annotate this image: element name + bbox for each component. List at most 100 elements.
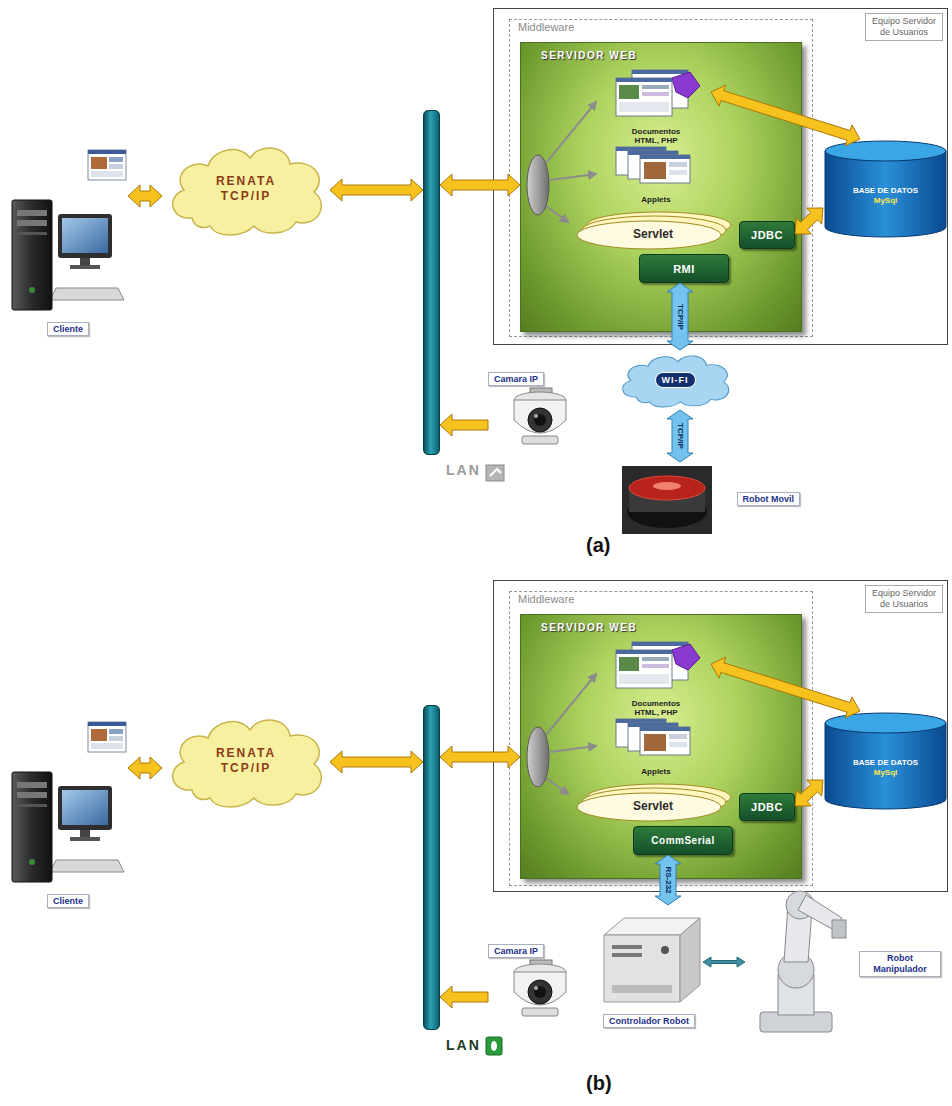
block-arrow — [703, 957, 745, 967]
edge-label: RS-232 — [664, 864, 672, 895]
heading-label: Equipo Servidor de Usuarios — [865, 585, 943, 613]
robot-controller-picture-part — [612, 953, 642, 957]
wifi-cloud: WI-FI — [615, 350, 735, 410]
ip-camera: Camara IP — [488, 940, 580, 1018]
panel-label: (b) — [586, 1072, 612, 1095]
robot-controller-picture-part — [680, 918, 700, 1002]
module-box: RMI — [639, 254, 729, 283]
block-arrow — [440, 414, 488, 436]
server-host-box: Equipo Servidor de UsuariosMiddlewareSER… — [493, 580, 948, 892]
lan-icon-part — [486, 465, 504, 481]
database-top — [825, 713, 946, 733]
node-label: JDBC — [751, 229, 783, 241]
block-arrow — [128, 757, 162, 779]
lan-icon-part — [490, 469, 501, 476]
database-cylinder: BASE DE DATOSMySql — [823, 711, 948, 811]
block-arrow — [330, 179, 423, 201]
database-body — [825, 723, 946, 809]
robot-controller: Controlador Robot — [595, 905, 703, 1030]
cloud-outline-path — [173, 720, 322, 807]
block-arrow — [330, 751, 423, 773]
robot-arm-picture-part — [778, 952, 814, 988]
node-label: RENATA TCP/IP — [198, 174, 294, 204]
mobile-robot-picture-part — [629, 488, 705, 512]
robot-arm-picture-part — [798, 895, 842, 930]
lan-icon — [486, 465, 504, 481]
node-label: Documentos HTML, PHP — [624, 127, 688, 145]
document-node: Documentos HTML, PHP — [601, 71, 711, 147]
robot-arm-picture-part — [786, 891, 814, 919]
heading-label: Equipo Servidor de Usuarios — [865, 13, 943, 41]
network-cloud: RENATA TCP/IP — [162, 138, 330, 240]
robot-controller-picture-part — [612, 985, 672, 993]
node-label: WI-FI — [655, 372, 696, 388]
client-computer-picture — [12, 150, 126, 310]
cloud-outline-path — [173, 148, 322, 235]
camera-picture — [514, 960, 566, 1016]
mobile-robot: Robot Movil — [618, 462, 808, 536]
robot-arm-picture-part — [778, 975, 814, 1015]
database-body — [825, 151, 946, 237]
lan-backbone: LAN — [423, 705, 440, 1030]
lan-backbone: LAN — [423, 110, 440, 455]
robot-controller-picture-part — [612, 945, 642, 949]
client-computer: Cliente — [8, 150, 128, 340]
lan-icon-part — [486, 1037, 502, 1055]
tag-label: Robot Movil — [737, 492, 801, 506]
lan-icon-part — [491, 1041, 497, 1051]
robot-manipulator: Robot Manipulador — [745, 885, 945, 1035]
applet-node: Applets — [601, 148, 711, 206]
node-label: Applets — [624, 767, 688, 776]
camera-picture — [514, 388, 566, 444]
node-label: LAN — [446, 462, 481, 478]
edge-label: TCP/IP — [676, 421, 684, 451]
node-label: RENATA TCP/IP — [198, 746, 294, 776]
module-box: JDBC — [739, 221, 795, 249]
heading-label: SERVIDOR WEB — [541, 50, 637, 61]
tag-label: Camara IP — [488, 944, 544, 958]
lan-icon — [486, 1037, 502, 1055]
node-label: Servlet — [633, 799, 673, 813]
tag-label: Cliente — [47, 322, 89, 336]
node-label: BASE DE DATOS — [853, 186, 918, 196]
node-label: BASE DE DATOS — [853, 758, 918, 768]
mobile-robot-picture-part — [629, 476, 705, 500]
robot-controller-picture-part — [604, 918, 700, 935]
tag-label: Robot Manipulador — [859, 951, 941, 977]
middleware-box: MiddlewareSERVIDOR WEB Documentos HTML, P… — [509, 19, 813, 337]
node-label: MySql — [874, 196, 898, 206]
mobile-robot-picture-part — [627, 496, 707, 528]
document-node: Documentos HTML, PHP — [601, 643, 711, 719]
servlet-ellipse: Servlet — [573, 782, 733, 822]
applet-node: Applets — [601, 720, 711, 778]
ip-camera: Camara IP — [488, 368, 580, 446]
node-label: Documentos HTML, PHP — [624, 699, 688, 717]
database-top — [825, 141, 946, 161]
tag-label: Controlador Robot — [603, 1014, 695, 1028]
module-box: CommSerial — [633, 826, 733, 855]
module-box: JDBC — [739, 793, 795, 821]
servlet-ellipse-front — [577, 221, 721, 249]
block-arrow — [440, 986, 488, 1008]
heading-label: Middleware — [518, 21, 574, 33]
server-host-box: Equipo Servidor de Usuarios MiddlewareSER… — [493, 8, 948, 345]
mobile-robot-picture-part — [622, 466, 712, 534]
mobile-robot-picture-part — [653, 482, 681, 490]
heading-label: Middleware — [518, 593, 574, 605]
node-label: MySql — [874, 768, 898, 778]
robot-controller-picture-part — [604, 935, 680, 1002]
block-arrow — [128, 185, 162, 207]
robot-arm-picture-part — [760, 1012, 832, 1032]
wifi-cloud-path — [623, 356, 729, 407]
servlet-ellipse: Servlet — [573, 210, 733, 250]
client-computer: Cliente — [8, 722, 128, 912]
database-cylinder: BASE DE DATOSMySql — [823, 139, 948, 239]
edge-label: TCP/IP — [676, 302, 684, 332]
tag-label: Camara IP — [488, 372, 544, 386]
node-label: CommSerial — [651, 835, 714, 846]
servlet-ellipse-front — [577, 793, 721, 821]
node-label: JDBC — [751, 801, 783, 813]
robot-arm-picture-part — [784, 905, 812, 962]
robot-arm-picture — [760, 891, 846, 1032]
